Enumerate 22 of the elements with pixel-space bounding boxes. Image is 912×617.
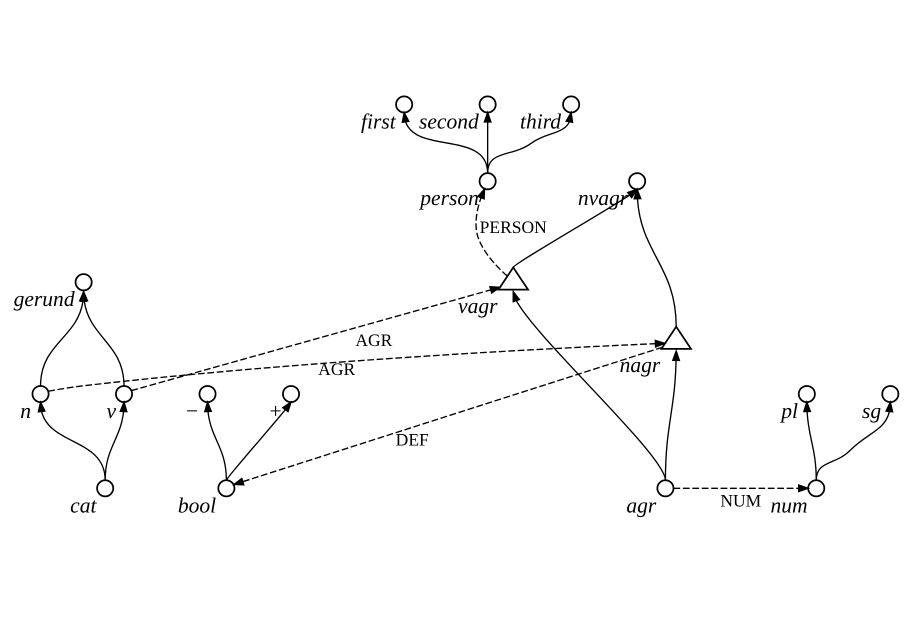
edge-label: AGR <box>318 358 356 379</box>
node-label: pl <box>781 398 798 423</box>
node-label: nagr <box>620 353 660 378</box>
node-label: third <box>520 109 562 134</box>
node-label: person <box>420 186 479 210</box>
node-label: v <box>106 398 116 423</box>
node-label: bool <box>178 493 216 518</box>
node-label: n <box>20 398 32 423</box>
edge-label: PERSON <box>480 216 547 237</box>
node-label: num <box>770 493 808 518</box>
node-label: second <box>418 109 479 134</box>
node-label: first <box>361 109 396 134</box>
node-label: + <box>268 398 283 423</box>
node-label: cat <box>70 493 96 518</box>
node-label: − <box>184 398 200 423</box>
node-label: vagr <box>458 294 498 318</box>
edge-label: DEF <box>396 430 429 450</box>
node-label: gerund <box>14 287 75 312</box>
edge-label: AGR <box>355 330 392 350</box>
node-label: agr <box>626 493 656 518</box>
node-label: sg <box>862 398 882 423</box>
edge-label: NUM <box>720 490 762 510</box>
